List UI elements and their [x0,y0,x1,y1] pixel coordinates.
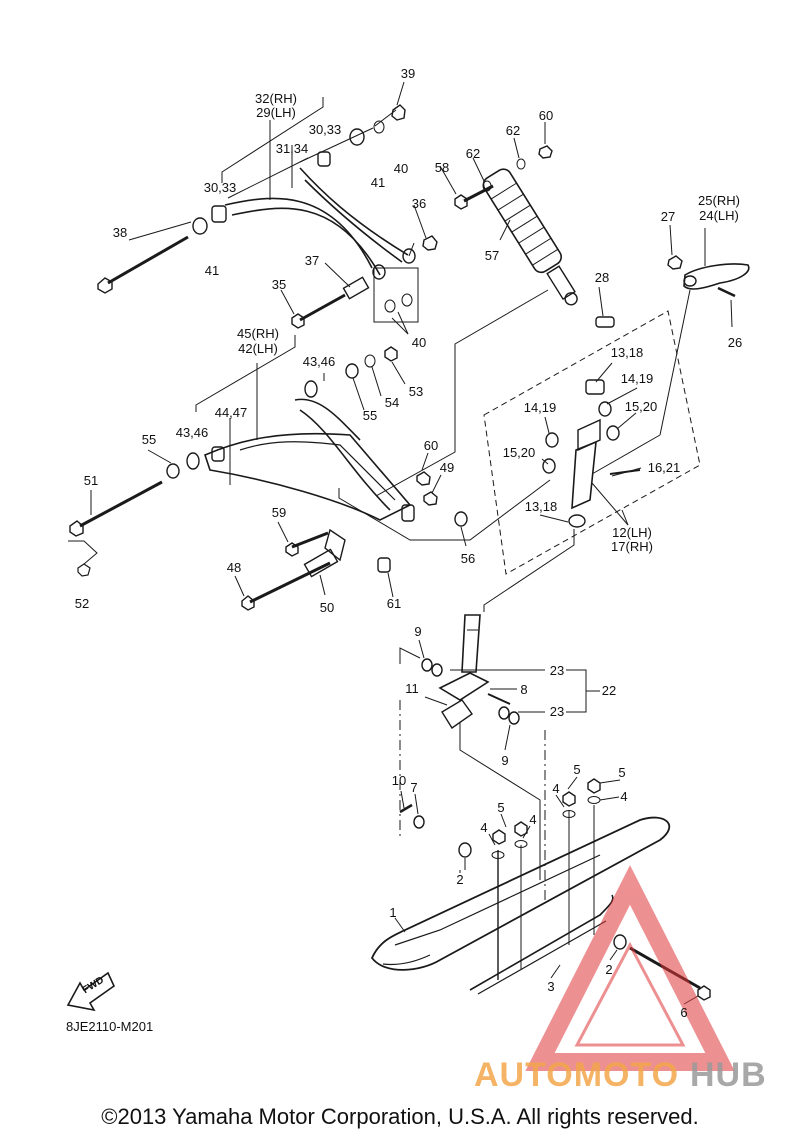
callout-28: 28 [594,270,610,285]
callout-4a: 4 [552,781,560,796]
callout-35: 35 [271,277,287,292]
callout-13-18b: 13,18 [524,499,558,514]
callout-9b: 9 [501,753,509,768]
callout-26: 26 [727,335,743,350]
callout-42lh: 42(LH) [238,341,278,356]
callout-27: 27 [660,209,676,224]
callout-62a: 62 [505,123,521,138]
callout-54: 54 [384,395,400,410]
watermark-auto: AUTOMOTO [474,1056,680,1094]
callout-17rh: 17(RH) [611,539,653,554]
callout-49: 49 [439,460,455,475]
callout-4c: 4 [480,820,488,835]
diagram-code: 8JE2110-M201 [66,1019,154,1034]
callout-50: 50 [319,600,335,615]
fwd-arrow-icon [66,971,116,1012]
callout-10: 10 [391,773,407,788]
watermark-hub: HUB [690,1056,767,1094]
callout-43-46b: 43,46 [175,425,209,440]
callout-60a: 60 [538,108,554,123]
callout-5c: 5 [497,800,505,815]
callout-15-20a: 15,20 [624,399,658,414]
callout-14-19b: 14,19 [523,400,557,415]
callout-25rh: 25(RH) [698,193,740,208]
callout-57: 57 [484,248,500,263]
callout-45rh: 45(RH) [237,326,279,341]
callout-53: 53 [408,384,424,399]
callout-40a: 40 [393,161,409,176]
callout-4d: 4 [529,812,537,827]
callout-30-33b: 30,33 [203,180,237,195]
callout-2a: 2 [456,872,464,887]
copyright-notice: ©2013 Yamaha Motor Corporation, U.S.A. A… [101,1104,699,1129]
callout-8: 8 [520,682,528,697]
callout-23a: 23 [549,663,565,678]
callout-9a: 9 [414,624,422,639]
callout-24lh: 24(LH) [699,208,739,223]
callout-31-34: 31,34 [275,141,309,156]
callout-55a: 55 [362,408,378,423]
callout-7: 7 [410,780,418,795]
callout-29lh: 29(LH) [256,105,296,120]
callout-3: 3 [547,979,555,994]
callout-11: 11 [405,681,419,696]
callout-62b: 62 [465,146,481,161]
callout-16-21: 16,21 [647,460,681,475]
callout-52: 52 [74,596,90,611]
callout-41a: 41 [370,175,386,190]
watermark-triangle-icon [525,865,735,1071]
callout-59: 59 [271,505,287,520]
callout-1: 1 [389,905,397,920]
callout-41b: 41 [204,263,220,278]
callout-44-47: 44,47 [214,405,248,420]
callout-15-20b: 15,20 [502,445,536,460]
callout-13-18a: 13,18 [610,345,644,360]
callout-48: 48 [226,560,242,575]
callout-22: 22 [601,683,617,698]
callout-23b: 23 [549,704,565,719]
callout-30-33a: 30,33 [308,122,342,137]
callout-38: 38 [112,225,128,240]
callout-56: 56 [460,551,476,566]
callout-55b: 55 [141,432,157,447]
callout-12lh: 12(LH) [612,525,652,540]
callout-40b: 40 [411,335,427,350]
callout-5a: 5 [573,762,581,777]
callout-51: 51 [83,473,99,488]
callout-6: 6 [680,1005,688,1020]
callout-5b: 5 [618,765,626,780]
callout-36: 36 [411,196,427,211]
callout-43-46a: 43,46 [302,354,336,369]
callout-37: 37 [304,253,320,268]
callout-39: 39 [400,66,416,81]
callout-61: 61 [386,596,402,611]
callout-60b: 60 [423,438,439,453]
callout-2b: 2 [605,962,613,977]
callout-4b: 4 [620,789,628,804]
callout-58: 58 [434,160,450,175]
callout-14-19a: 14,19 [620,371,654,386]
callout-32rh: 32(RH) [255,91,297,106]
